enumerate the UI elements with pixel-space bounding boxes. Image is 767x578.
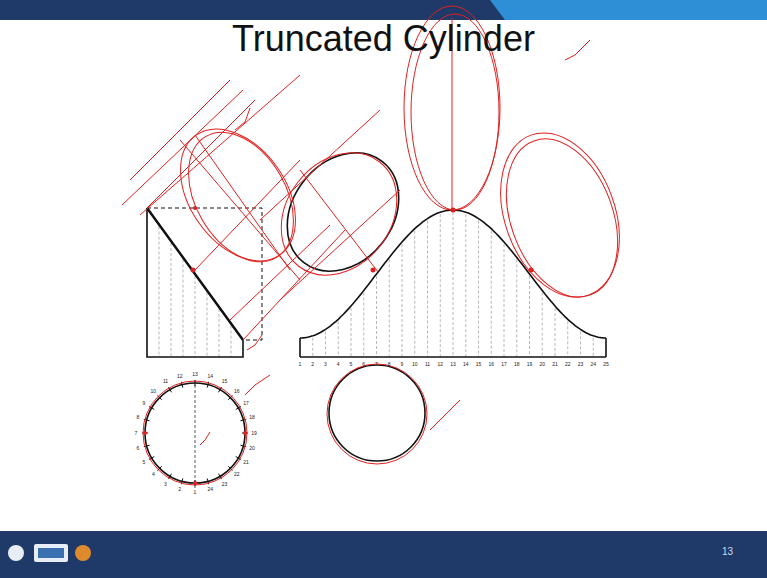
hatch-line [580, 331, 581, 357]
division-number: 4 [152, 472, 155, 477]
hatch-line [427, 221, 428, 357]
division-number: 21 [552, 362, 558, 367]
hatch-line [529, 276, 530, 357]
division-number: 8 [137, 415, 140, 420]
division-number: 22 [234, 472, 240, 477]
hatch-line [491, 231, 492, 357]
division-number: 3 [324, 362, 327, 367]
division-number: 18 [514, 362, 520, 367]
division-number: 20 [249, 446, 255, 451]
division-number: 6 [137, 446, 140, 451]
division-number: 7 [375, 362, 378, 367]
logo [8, 545, 24, 561]
division-number: 1 [194, 490, 197, 495]
hatch-line [504, 244, 505, 357]
division-number: 12 [437, 362, 443, 367]
top-bar-accent [490, 0, 767, 20]
hatch-line [219, 309, 220, 357]
page-number: 13 [722, 546, 733, 557]
division-number: 11 [425, 362, 430, 367]
division-number: 24 [207, 487, 213, 492]
division-number: 14 [207, 374, 213, 379]
hatch-line [351, 308, 352, 357]
division-number: 20 [539, 362, 545, 367]
division-number: 22 [565, 362, 571, 367]
division-number: 2 [178, 487, 181, 492]
division-number: 2 [311, 362, 314, 367]
division-number: 19 [527, 362, 533, 367]
logo [34, 544, 68, 562]
hatch-line [171, 243, 172, 357]
hatch-line [453, 212, 454, 357]
division-number: 21 [243, 460, 249, 465]
division-number: 23 [222, 482, 228, 487]
division-number: 14 [463, 362, 469, 367]
hatch-line [567, 321, 568, 357]
hatch-line [183, 260, 184, 358]
hatch-line [440, 214, 441, 357]
division-number: 16 [234, 389, 240, 394]
division-number: 13 [450, 362, 456, 367]
hatch-line [195, 276, 196, 357]
red-annotations [122, 6, 641, 485]
division-number: 5 [143, 460, 146, 465]
division-number: 4 [337, 362, 340, 367]
top-view [142, 380, 248, 490]
hatch-line [542, 293, 543, 357]
division-number: 10 [150, 389, 156, 394]
logo [75, 545, 91, 561]
division-number: 17 [501, 362, 507, 367]
division-number: 3 [164, 482, 167, 487]
division-number: 12 [177, 374, 183, 379]
logo [38, 548, 64, 558]
hatch-line [414, 231, 415, 357]
bottom-bar [0, 531, 767, 578]
division-number: 17 [243, 401, 249, 406]
division-number: 13 [192, 372, 198, 377]
division-number: 7 [135, 431, 138, 436]
hatch-line [389, 259, 390, 357]
division-number: 16 [488, 362, 494, 367]
hatch-lines [159, 212, 593, 357]
division-number: 9 [143, 401, 146, 406]
division-number: 5 [350, 362, 353, 367]
slide-title: Truncated Cylinder [0, 18, 767, 60]
hatch-line [516, 259, 517, 357]
hatch-line [478, 221, 479, 357]
development [264, 131, 606, 461]
hatch-line [312, 338, 313, 357]
red-points [143, 206, 534, 485]
division-number: 6 [362, 362, 365, 367]
division-number: 8 [388, 362, 391, 367]
hatch-line [402, 244, 403, 357]
top-bar [0, 0, 767, 20]
division-number: 18 [249, 415, 255, 420]
division-number: 15 [476, 362, 482, 367]
hatch-line [338, 321, 339, 357]
hatch-line [159, 227, 160, 358]
division-number: 19 [251, 431, 257, 436]
hatch-line [363, 293, 364, 357]
hatch-line [231, 326, 232, 358]
hatch-line [593, 338, 594, 357]
division-number: 1 [299, 362, 302, 367]
division-number: 9 [401, 362, 404, 367]
hatch-line [207, 293, 208, 358]
hatch-line [325, 331, 326, 357]
hatch-line [376, 276, 377, 357]
division-number: 24 [590, 362, 596, 367]
division-number: 10 [412, 362, 418, 367]
hatch-line [465, 214, 466, 357]
division-number: 15 [222, 379, 228, 384]
hatch-line [555, 308, 556, 357]
division-number: 25 [603, 362, 609, 367]
division-number: 11 [163, 379, 168, 384]
division-number: 23 [578, 362, 584, 367]
